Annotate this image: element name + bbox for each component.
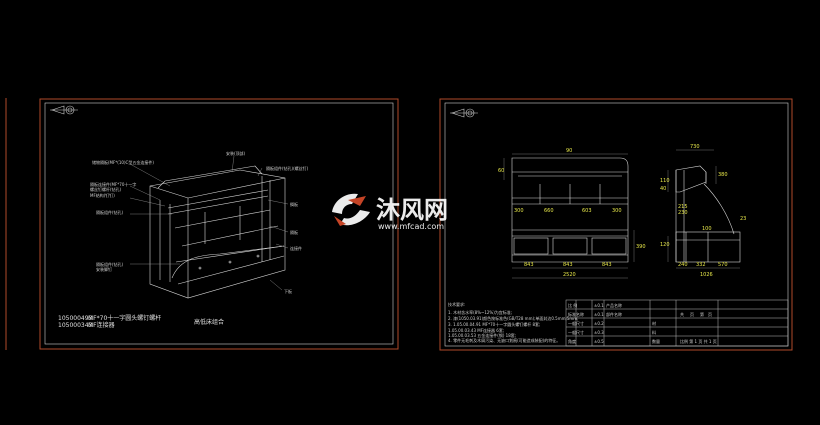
part-list: 105000493 MF*70十一字圆头螺钉螺杆 105000343 MF连接器 bbox=[58, 314, 161, 329]
dim-label: 120 bbox=[660, 242, 670, 248]
notes-line: 1.05.00.03.43 MF连接器 6套; bbox=[448, 327, 504, 333]
tb-cell: 比 例 bbox=[568, 302, 577, 308]
tb-cell: 产品名称 bbox=[606, 302, 622, 308]
tb-cell: ±0.2 bbox=[594, 321, 604, 326]
callout-leaders bbox=[129, 155, 289, 291]
dim-label: 730 bbox=[690, 144, 700, 150]
side-view-drawing bbox=[675, 165, 741, 263]
dim-label: 843 bbox=[563, 262, 573, 268]
technical-notes: 技术要求: 1. 木材含水率(8%~12%)为宜标准; 2. 漆(1050.03… bbox=[448, 301, 578, 343]
tb-cell: 部件名称 bbox=[606, 311, 622, 317]
callout-label: 储物隔板(MF*(10)C型五金连接件) bbox=[92, 159, 154, 165]
tb-cell: 角度 bbox=[568, 338, 576, 344]
notes-line: 1. 木材含水率(8%~12%)为宜标准; bbox=[448, 309, 512, 315]
tb-cell: 共 bbox=[680, 311, 684, 317]
title-block bbox=[565, 299, 789, 347]
callout-label: 下板 bbox=[284, 288, 292, 294]
dim-label: 843 bbox=[602, 262, 612, 268]
tb-cell: ±0.1 bbox=[594, 312, 604, 317]
dim-label: 90 bbox=[566, 148, 572, 154]
projection-symbol-icon bbox=[50, 105, 78, 115]
part-code: 105000493 bbox=[58, 315, 93, 322]
tb-cell: 页 bbox=[708, 312, 712, 317]
callout-label: 安装(顶部) bbox=[226, 150, 246, 156]
watermark-url: www.mfcad.com bbox=[378, 222, 444, 231]
projection-symbol-icon bbox=[450, 108, 478, 118]
callout-label: 搁板 bbox=[290, 201, 298, 207]
dim-label: 60 bbox=[498, 168, 504, 174]
callout-label: 安装脚钉 bbox=[96, 266, 112, 272]
dim-label: 240 bbox=[678, 262, 688, 268]
callout-label: 连接件 bbox=[290, 245, 302, 251]
drawing-caption: 高低床组合 bbox=[194, 318, 224, 326]
side-view-dimensions bbox=[667, 149, 740, 269]
watermark-brand: 沐风网 bbox=[376, 196, 448, 224]
dim-label: 300 bbox=[612, 208, 622, 214]
tb-cell: 材 bbox=[652, 320, 656, 326]
front-view-dim-labels: 90 60 300 660 603 300 843 843 843 2520 3… bbox=[498, 148, 646, 278]
front-view-drawing bbox=[511, 157, 629, 263]
dim-label: 100 bbox=[702, 226, 712, 232]
dim-label: 332 bbox=[696, 262, 706, 268]
tb-cell: 第 bbox=[700, 311, 704, 317]
mfcad-logo-icon bbox=[332, 193, 370, 226]
callout-label: 隔板组件(钻孔) bbox=[96, 209, 124, 215]
watermark: 沐风网 www.mfcad.com bbox=[332, 193, 448, 231]
dim-label: 110 bbox=[660, 178, 670, 184]
callout-label: MF结构(钉钉) bbox=[90, 192, 115, 198]
notes-line: 4. 零件无毛刺及木屑污染、无缺口划痕(可能造成装配)的特征。 bbox=[448, 337, 560, 343]
dim-label: 2520 bbox=[563, 272, 576, 278]
dim-label: 603 bbox=[582, 208, 592, 214]
notes-title: 技术要求: bbox=[448, 301, 465, 307]
dim-label: 23 bbox=[740, 216, 746, 222]
notes-line: 2. 漆(1050.03.91)颜色按标准色(GB/T28 mm);单面封边0.… bbox=[448, 315, 578, 321]
dim-label: 230 bbox=[678, 210, 688, 216]
part-desc: MF*70十一字圆头螺钉螺杆 bbox=[88, 314, 161, 322]
dim-label: 380 bbox=[718, 172, 728, 178]
tb-cell: 页 bbox=[690, 312, 694, 317]
callout-label: 隔板连接件(MF*70十一字 bbox=[90, 181, 136, 187]
dim-label: 300 bbox=[514, 208, 524, 214]
tb-cell: 一般尺寸 bbox=[568, 320, 584, 326]
part-desc: MF连接器 bbox=[88, 321, 115, 329]
dim-label: 570 bbox=[718, 262, 728, 268]
callout-label: 隔板组件(钻孔) bbox=[96, 261, 124, 267]
title-block-text: 比 例 ±0.1 产品名称 标准名称 ±0.1 部件名称 一般尺寸 ±0.2 材… bbox=[568, 302, 717, 344]
tb-cell: ±0.5 bbox=[594, 339, 604, 344]
tb-cell: 一般尺寸 bbox=[568, 329, 584, 335]
right-drawing-sheet: 90 60 300 660 603 300 843 843 843 2520 3… bbox=[439, 98, 793, 351]
dim-label: 215 bbox=[678, 204, 688, 210]
tb-cell: 料 bbox=[652, 329, 656, 335]
side-view-dim-labels: 730 110 40 120 380 23 215 230 100 240 33… bbox=[660, 144, 746, 278]
notes-line: 1.05.00.03.53 五金连接件(钢) 18套; bbox=[448, 332, 516, 338]
callout-label: 隔板 bbox=[290, 229, 298, 235]
notes-line: 3. 1.05.00.04.91 MF*70十一字圆头螺钉螺杆 8套; bbox=[448, 321, 540, 327]
isometric-furniture-drawing bbox=[149, 165, 286, 299]
tb-cell: ±0.1 bbox=[594, 303, 604, 308]
callout-label: 螺丝钉螺杆(钻孔) bbox=[90, 186, 122, 192]
left-drawing-sheet: 储物隔板(MF*(10)C型五金连接件) 隔板连接件(MF*70十一字 螺丝钉螺… bbox=[39, 98, 399, 350]
dim-label: 1026 bbox=[700, 272, 713, 278]
tb-cell: 标准名称 bbox=[568, 311, 584, 317]
tb-sheet-info: 比例 第 1 页 共 1 页 bbox=[680, 338, 717, 344]
callout-label: 隔板组件(钻孔)(螺丝钉) bbox=[266, 165, 309, 171]
front-view-dimensions bbox=[503, 153, 635, 279]
dim-label: 660 bbox=[544, 208, 554, 214]
callout-labels: 储物隔板(MF*(10)C型五金连接件) 隔板连接件(MF*70十一字 螺丝钉螺… bbox=[90, 150, 309, 294]
part-code: 105000343 bbox=[58, 322, 93, 329]
dim-label: 40 bbox=[660, 186, 666, 192]
tb-cell: ±0.3 bbox=[594, 330, 604, 335]
tb-cell: 数量 bbox=[652, 338, 660, 344]
dim-label: 843 bbox=[524, 262, 534, 268]
dim-label: 390 bbox=[636, 244, 646, 250]
